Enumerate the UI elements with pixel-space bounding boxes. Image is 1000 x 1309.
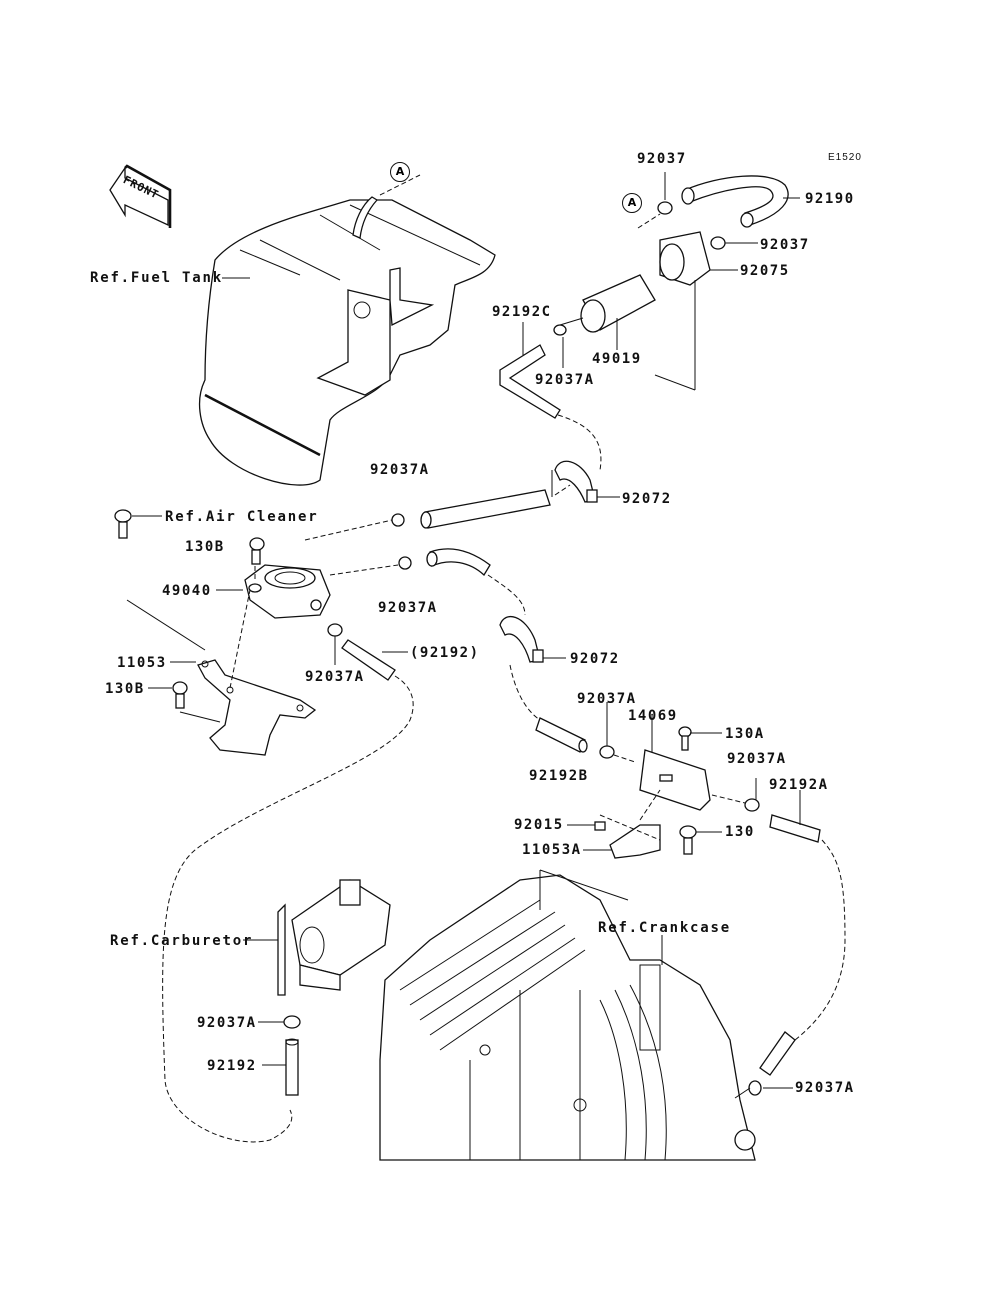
label-49040: 49040 (162, 583, 212, 599)
hose-upper-drawing (304, 484, 571, 541)
label-92075: 92075 (740, 263, 790, 279)
label-92072-lower: 92072 (570, 651, 620, 667)
connector-a-mark-lower: A (622, 193, 642, 213)
ref-air-cleaner: Ref.Air Cleaner (165, 509, 319, 525)
label-92037-top: 92037 (637, 151, 687, 167)
label-11053: 11053 (117, 655, 167, 671)
label-92037a-filter: 92037A (535, 372, 595, 388)
bracket-11053a-drawing (567, 789, 722, 859)
label-92015: 92015 (514, 817, 564, 833)
label-11053a: 11053A (522, 842, 582, 858)
clamp-92037-drawing (637, 172, 758, 250)
label-130: 130 (725, 824, 755, 840)
label-92192-paren: (92192) (410, 645, 480, 661)
carburetor-drawing (243, 879, 391, 1096)
hose-92192a-drawing (748, 790, 846, 1096)
label-92037a-carb: 92037A (197, 1015, 257, 1031)
label-92037a-valve-out: 92037A (727, 751, 787, 767)
leader-lines (222, 277, 553, 497)
fuel-filter-drawing (553, 231, 738, 391)
label-92192b: 92192B (529, 768, 589, 784)
label-92037a-valve-in: 92037A (577, 691, 637, 707)
connector-a-mark-upper: A (390, 162, 410, 182)
label-92192-carb: 92192 (207, 1058, 257, 1074)
fuel-valve-14069-drawing (599, 702, 760, 812)
label-49019: 49019 (592, 351, 642, 367)
hose-92192-pump-drawing (162, 623, 414, 1143)
clamp-92072-lower-drawing (499, 615, 566, 663)
diagram-code: E1520 (828, 152, 862, 163)
label-92037-mid: 92037 (760, 237, 810, 253)
label-92037a-pump: 92037A (378, 600, 438, 616)
label-92037a-pump-lower: 92037A (305, 669, 365, 685)
label-92192c: 92192C (492, 304, 552, 320)
ref-crankcase: Ref.Crankcase (598, 920, 731, 936)
bracket-11053-drawing (126, 589, 317, 756)
fuel-tank-drawing (198, 174, 496, 486)
hose-92190-drawing (681, 175, 800, 228)
fuel-pump-drawing (216, 537, 331, 619)
hose-lower-drawing (329, 548, 526, 616)
ref-fuel-tank: Ref.Fuel Tank (90, 270, 223, 286)
label-130a: 130A (725, 726, 765, 742)
label-92037a-upper: 92037A (370, 462, 430, 478)
hose-92192b-drawing (509, 664, 588, 753)
label-92190: 92190 (805, 191, 855, 207)
label-130b-lower: 130B (105, 681, 145, 697)
label-130b-upper: 130B (185, 539, 225, 555)
front-arrow-icon (109, 164, 172, 228)
crankcase-drawing (379, 869, 756, 1161)
clamp-92072-upper-drawing (554, 460, 620, 503)
label-92072-upper: 92072 (622, 491, 672, 507)
label-92192a: 92192A (769, 777, 829, 793)
hose-92192c-drawing (499, 322, 602, 471)
label-92037a-crank: 92037A (795, 1080, 855, 1096)
ref-carburetor: Ref.Carburetor (110, 933, 254, 949)
label-14069: 14069 (628, 708, 678, 724)
bolt-air-cleaner-drawing (114, 509, 162, 539)
